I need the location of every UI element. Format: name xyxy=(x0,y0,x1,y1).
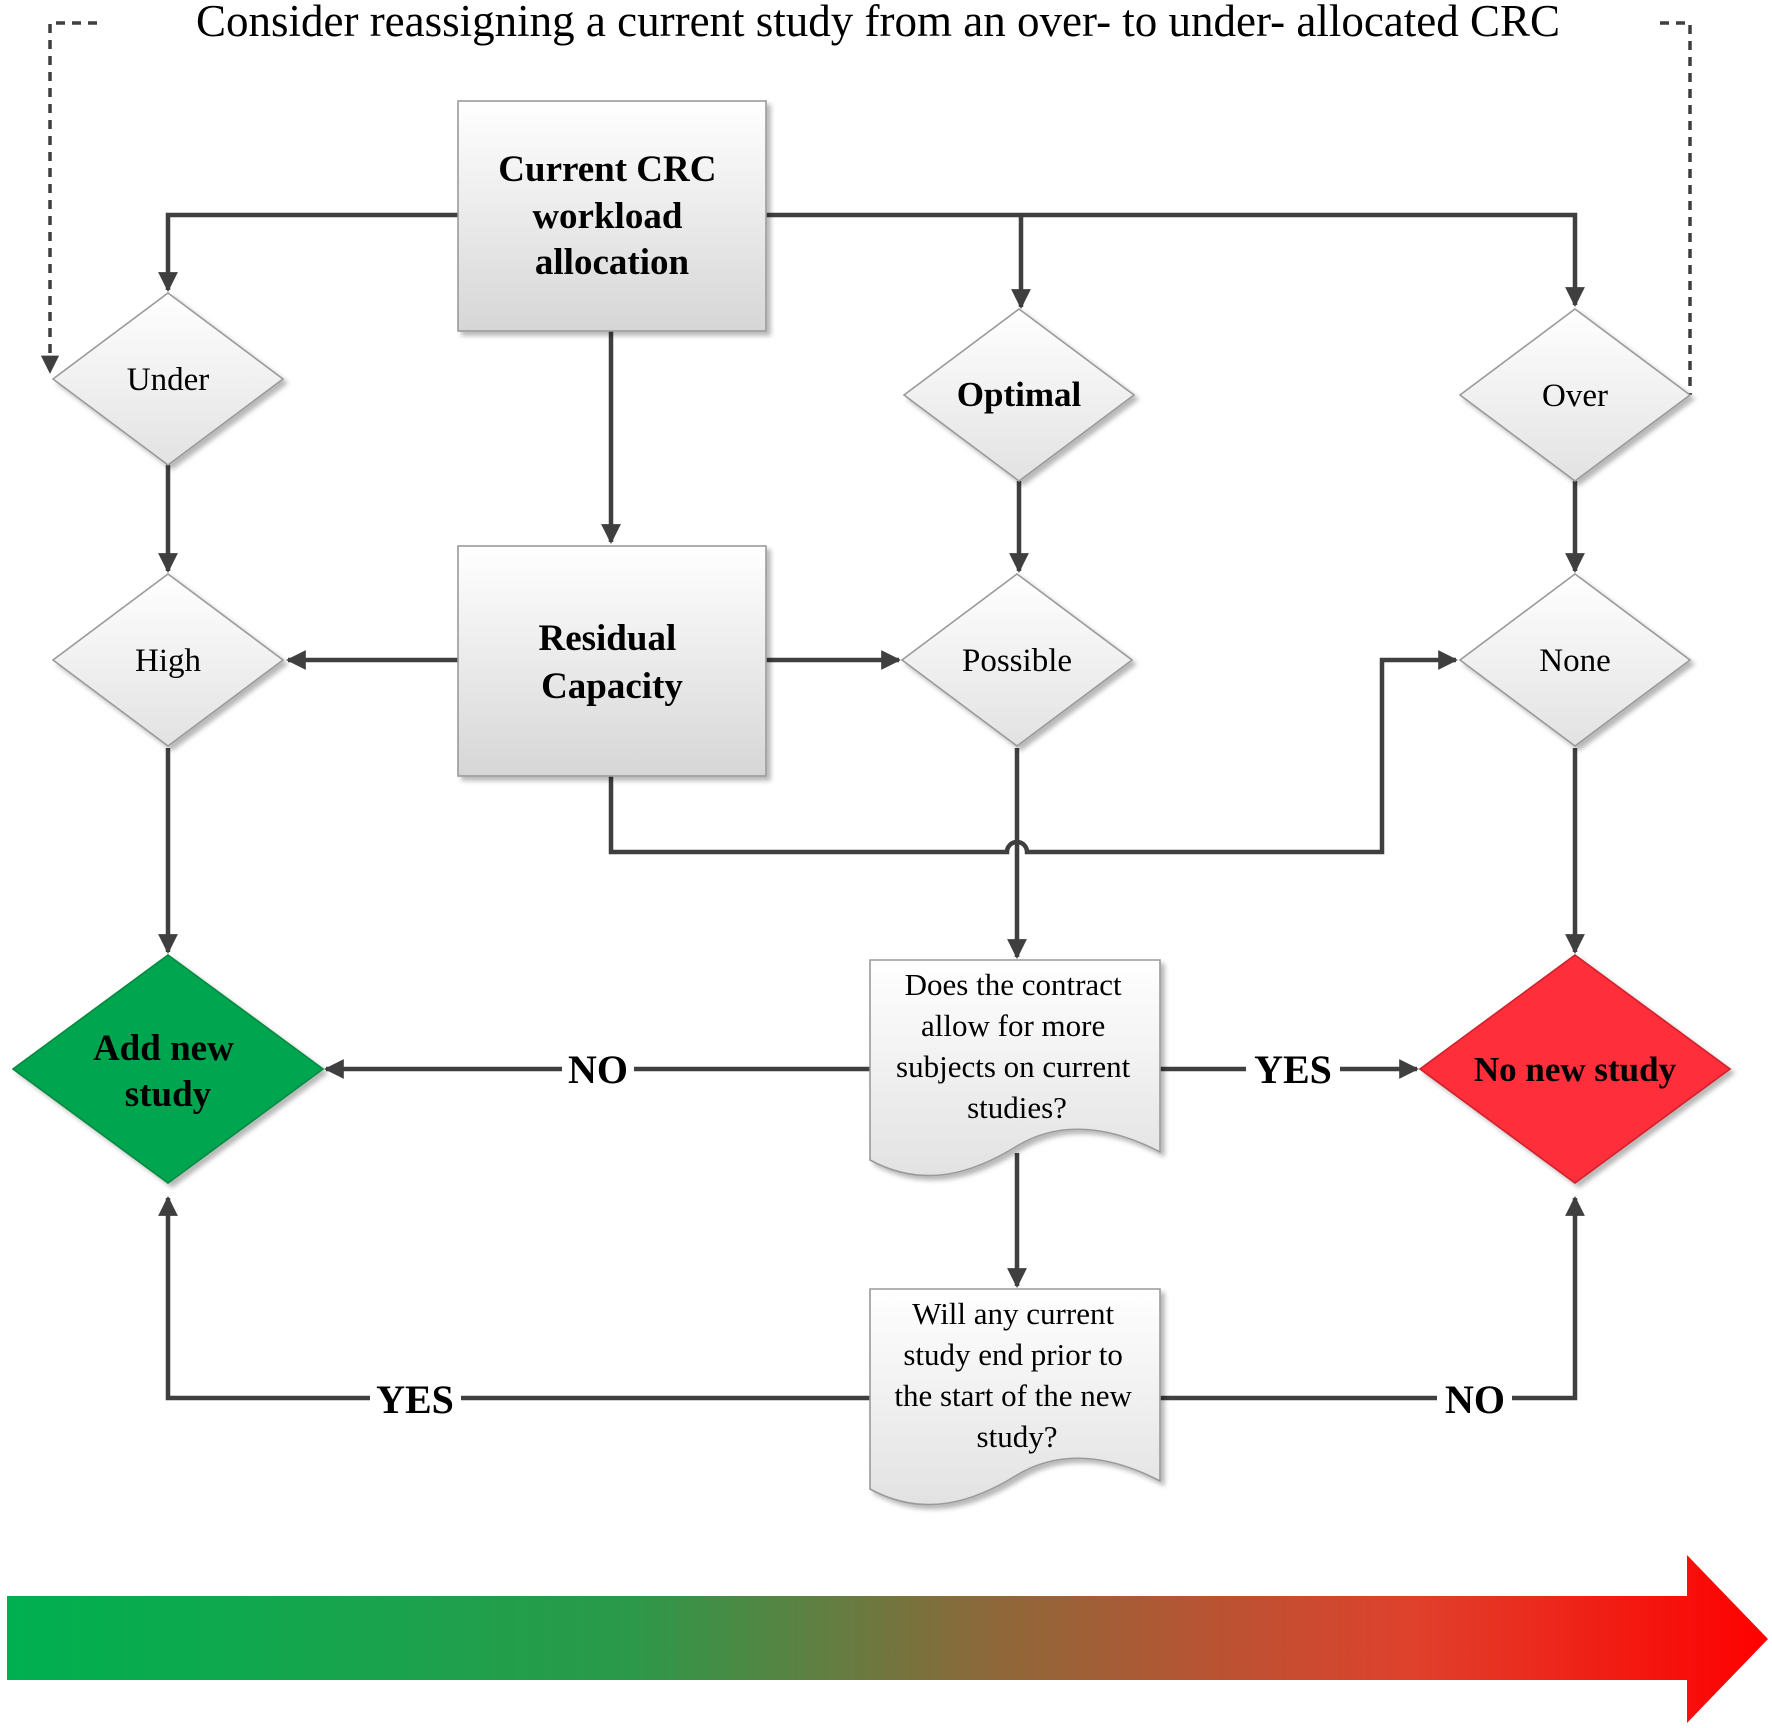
contract-question-document xyxy=(869,959,1161,1177)
possible-diamond xyxy=(900,573,1134,747)
under-diamond xyxy=(51,292,285,466)
no-new-study-diamond xyxy=(1418,954,1732,1184)
workload-allocation-label: Current CRC workload allocation xyxy=(498,149,725,283)
optimal-diamond xyxy=(902,308,1136,482)
reassign-label: Consider reassigning a current study fro… xyxy=(196,0,1560,46)
workload-allocation-box xyxy=(457,100,767,332)
high-label: High xyxy=(135,643,202,679)
title-background xyxy=(191,0,1565,46)
edge-workload-to-over xyxy=(766,212,1585,307)
under-label: Under xyxy=(127,362,209,398)
optimal-label: Optimal xyxy=(957,375,1082,414)
none-label: None xyxy=(1539,643,1610,679)
over-label: Over xyxy=(1542,378,1608,414)
contract-yes-label: YES xyxy=(1254,1047,1332,1092)
residual-capacity-label: Residual Capacity xyxy=(538,618,685,707)
high-diamond xyxy=(51,573,285,747)
add-new-study-diamond xyxy=(11,954,325,1184)
add-new-study-label: Add new study xyxy=(93,1028,243,1115)
edge-end-yes xyxy=(168,1198,870,1401)
end-yes-label: YES xyxy=(376,1377,454,1422)
edge-workload-to-under xyxy=(158,212,458,292)
edge-end-no xyxy=(1160,1198,1575,1401)
possible-label: Possible xyxy=(962,643,1072,679)
contract-question-label: Does the contract allow for more subject… xyxy=(896,967,1138,1125)
no-new-study-label: No new study xyxy=(1474,1050,1677,1089)
green-to-red-scale-arrow xyxy=(7,1555,1768,1723)
connectors xyxy=(40,21,1692,1401)
end-no-label: NO xyxy=(1445,1377,1505,1422)
contract-no-label: NO xyxy=(568,1047,628,1092)
residual-capacity-box xyxy=(457,545,767,777)
end-question-document xyxy=(869,1288,1161,1506)
none-diamond xyxy=(1458,573,1692,747)
over-diamond xyxy=(1458,308,1692,482)
reassign-loop-right xyxy=(1660,21,1692,395)
end-question-label: Will any current study end prior to the … xyxy=(894,1296,1139,1454)
reassign-loop-left xyxy=(40,21,97,374)
